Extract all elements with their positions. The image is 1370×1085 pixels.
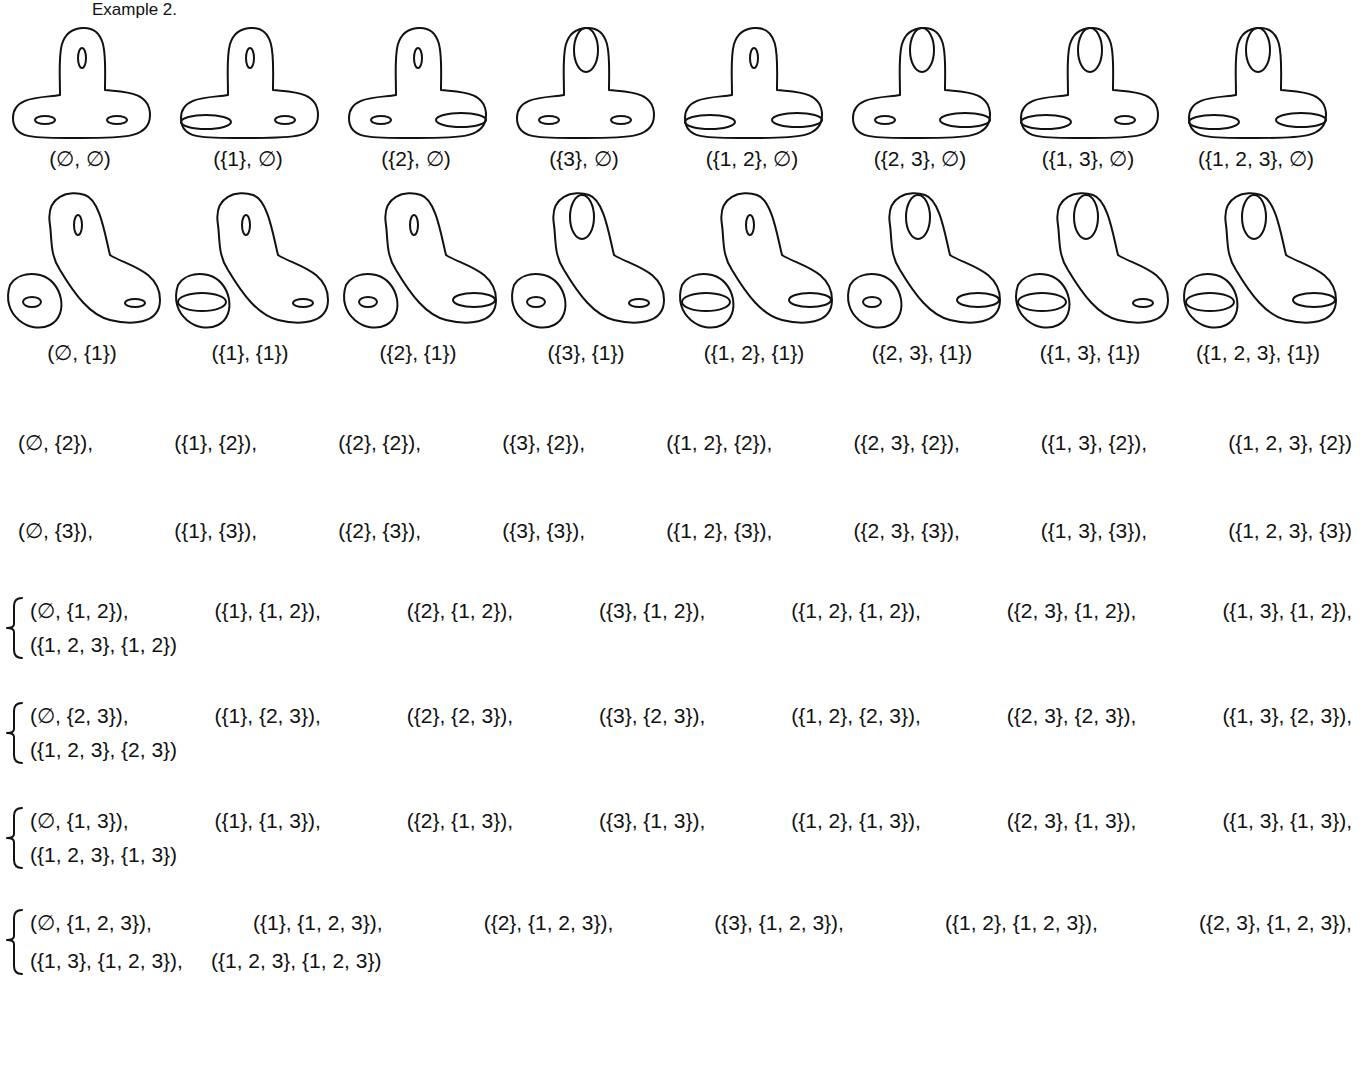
figure-label: ({1, 2, 3}, {1}) [1196,340,1320,366]
figure-label: ({3}, {1}) [547,340,624,366]
pair-label: ({1, 2, 3}, {2, 3}) [30,737,177,763]
figure-label: ({2}, ∅) [381,146,450,172]
surface-figure [680,193,832,327]
figure-label: ({1, 2}, ∅) [706,146,799,172]
pair-label: (∅, {1, 3}), [30,808,129,834]
pair-list-line: ({1, 2, 3}, {1, 2}) [30,632,177,658]
pair-label: ({1}, {2}), [174,430,257,456]
pair-label: ({1, 2, 3}, {1, 2}) [30,632,177,658]
surface-figure [853,28,990,138]
figure-label: ({1}, ∅) [213,146,282,172]
pair-label: ({1, 3}, {3}), [1041,518,1147,544]
pair-list-line: (∅, {2, 3}), ({1}, {2, 3}), ({2}, {2, 3}),… [30,703,1352,729]
pair-label: ({2, 3}, {2, 3}), [1007,703,1137,729]
surface-figure [1016,193,1168,327]
surface-figure [685,28,822,138]
surface-figure [1189,28,1326,138]
pair-label: ({1, 2, 3}, {1, 2, 3}) [211,948,381,974]
pair-label: ({2, 3}, {1, 2}), [1007,598,1137,624]
pair-list-line: (∅, {1, 3}), ({1}, {1, 3}), ({2}, {1, 3}),… [30,808,1352,834]
surface-figure [848,193,1000,327]
surface-figure [181,28,318,138]
pair-label: ({1}, {2, 3}), [215,703,321,729]
surface-figure [8,193,160,327]
pair-label: ({3}, {2}), [502,430,585,456]
pair-label: ({1, 2}, {1, 2, 3}), [945,910,1098,936]
pair-label: ({3}, {1, 2, 3}), [714,910,844,936]
surface-figure [512,193,664,327]
pair-label: ({1, 2, 3}, {1, 3}) [30,842,177,868]
group-brace [7,808,22,868]
pair-list-line: (∅, {3}), ({1}, {3}), ({2}, {3}), ({3}, {3}… [18,518,1352,544]
group-brace [7,910,22,974]
pair-label: ({2}, {2, 3}), [407,703,513,729]
pair-label: ({1, 2}, {1, 3}), [791,808,921,834]
pair-label: ({3}, {1, 3}), [599,808,705,834]
surface-figure [1184,193,1336,327]
pair-list-line: ({1, 2, 3}, {2, 3}) [30,737,177,763]
pair-list-line: ({1, 3}, {1, 2, 3}), ({1, 2, 3}, {1, 2, 3… [30,948,381,974]
pair-label: ({2}, {1, 2, 3}), [484,910,614,936]
figure-label: (∅, {1}) [47,340,116,366]
pair-label: (∅, {2}), [18,430,93,456]
pair-label: ({1}, {1, 2}), [215,598,321,624]
pair-label: ({2}, {3}), [338,518,421,544]
pair-label: ({2, 3}, {1, 2, 3}), [1199,910,1352,936]
figure-label: ({2, 3}, ∅) [874,146,967,172]
figure-label: ({1}, {1}) [211,340,288,366]
figure-label: (∅, ∅) [49,146,111,172]
pair-label: ({1, 2, 3}, {2}) [1228,430,1352,456]
surface-figure [13,28,150,138]
figure-label: ({1, 3}, ∅) [1042,146,1135,172]
pair-label: (∅, {3}), [18,518,93,544]
pair-label: ({1, 2}, {2, 3}), [791,703,921,729]
pair-label: ({2}, {1, 2}), [407,598,513,624]
figure-label: ({1, 2}, {1}) [704,340,804,366]
figure-label: ({1, 3}, {1}) [1040,340,1140,366]
pair-label: ({3}, {1, 2}), [599,598,705,624]
pair-label: ({1}, {1, 3}), [215,808,321,834]
pair-label: ({2, 3}, {3}), [854,518,960,544]
pair-label: ({3}, {2, 3}), [599,703,705,729]
pair-list-line: (∅, {2}), ({1}, {2}), ({2}, {2}), ({3}, {2}… [18,430,1352,456]
pair-label: ({1, 3}, {1, 2, 3}), [30,948,183,974]
pair-label: ({1, 2}, {2}), [666,430,772,456]
figure-label: ({3}, ∅) [549,146,618,172]
figure-label: ({2}, {1}) [379,340,456,366]
surface-figure [1021,28,1158,138]
pair-list-line: (∅, {1, 2}), ({1}, {1, 2}), ({2}, {1, 2}),… [30,598,1352,624]
pair-label: ({1, 3}, {2}), [1041,430,1147,456]
surface-figure [349,28,486,138]
pair-list-line: ({1, 2, 3}, {1, 3}) [30,842,177,868]
pair-label: (∅, {1, 2}), [30,598,129,624]
pair-label: ({1, 2}, {1, 2}), [791,598,921,624]
pair-label: ({1, 3}, {1, 3}), [1222,808,1352,834]
pair-label: ({1, 3}, {1, 2}), [1222,598,1352,624]
pair-label: ({1}, {1, 2, 3}), [253,910,383,936]
example-heading: Example 2. [92,0,177,20]
group-brace [7,703,22,763]
pair-label: (∅, {1, 2, 3}), [30,910,152,936]
surface-figure [176,193,328,327]
pair-label: ({2}, {2}), [338,430,421,456]
pair-label: ({1, 2}, {3}), [666,518,772,544]
surface-figure [517,28,654,138]
group-brace [7,598,22,658]
pair-label: (∅, {2, 3}), [30,703,129,729]
pair-label: ({1, 3}, {2, 3}), [1222,703,1352,729]
surface-figure [344,193,496,327]
pair-label: ({1, 2, 3}, {3}) [1228,518,1352,544]
figure-label: ({1, 2, 3}, ∅) [1198,146,1314,172]
pair-label: ({2, 3}, {2}), [854,430,960,456]
pair-label: ({2, 3}, {1, 3}), [1007,808,1137,834]
pair-list-line: (∅, {1, 2, 3}), ({1}, {1, 2, 3}), ({2}, {1… [30,910,1352,936]
figure-label: ({2, 3}, {1}) [872,340,972,366]
pair-label: ({3}, {3}), [502,518,585,544]
pair-label: ({2}, {1, 3}), [407,808,513,834]
pair-label: ({1}, {3}), [174,518,257,544]
